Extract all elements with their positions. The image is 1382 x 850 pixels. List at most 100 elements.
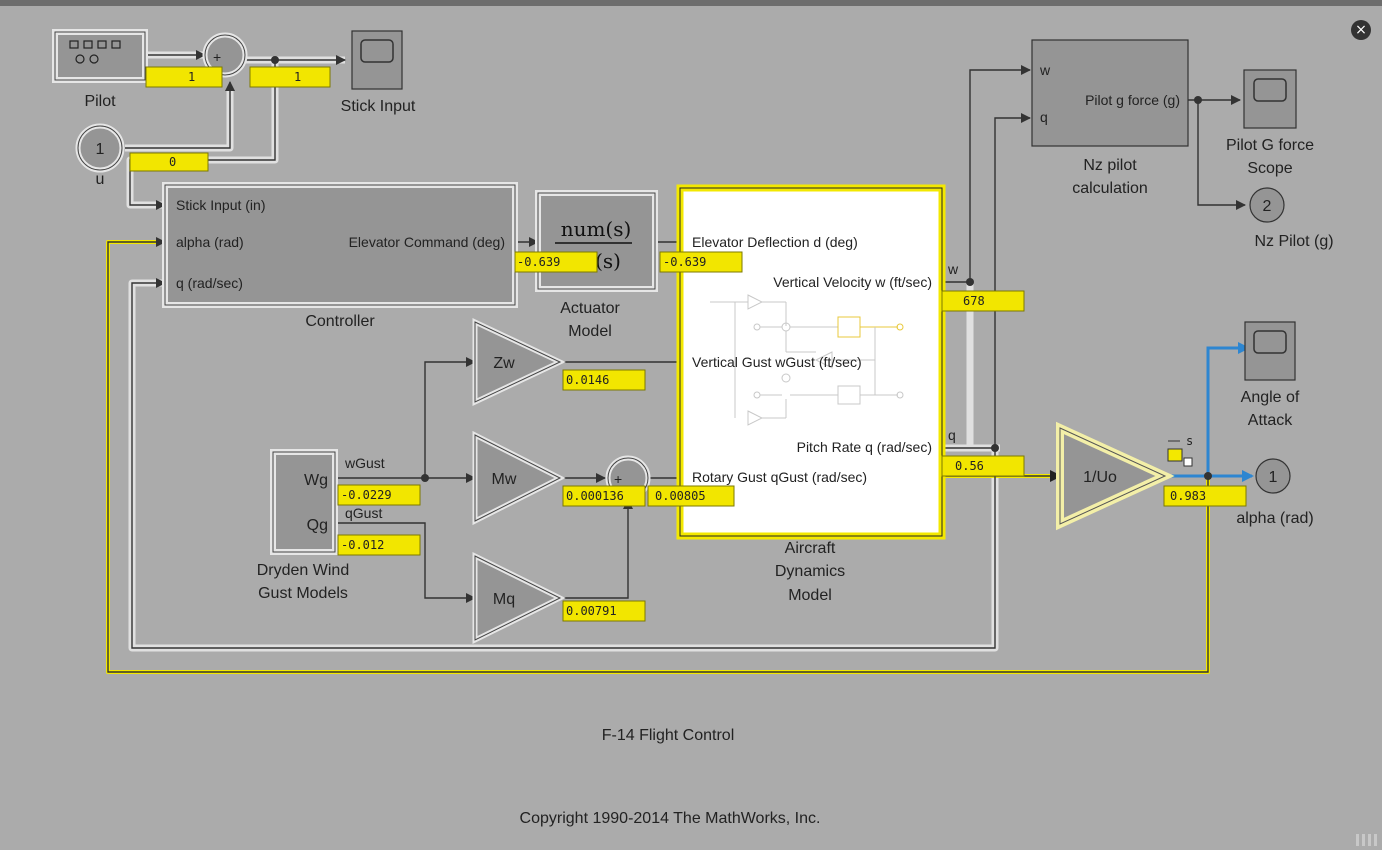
svg-text:-0.639: -0.639 [517,255,560,269]
aoa-scope-label-2: Attack [1248,412,1293,429]
svg-text:0.000136: 0.000136 [566,489,624,503]
gain-1-over-uo[interactable] [1056,421,1175,531]
subsystem-preview-icon [710,294,904,426]
outport-nz[interactable]: 2 [1249,187,1285,223]
aircraft-label-1: Aircraft [785,540,836,557]
aircraft-label-2: Dynamics [775,563,845,580]
aoa-scope-label-1: Angle of [1241,389,1300,406]
value-label-mq-out: 0.00791 [562,600,646,622]
pilot-block[interactable] [52,29,148,83]
aircraft-dynamics-block[interactable] [676,184,946,540]
aircraft-output-w: Vertical Velocity w (ft/sec) [773,274,932,290]
rate-transition-icon: s [1167,434,1193,467]
svg-text:0.00805: 0.00805 [655,489,706,503]
pilot-g-scope-label-2: Scope [1247,160,1292,177]
aircraft-output-q: Pitch Rate q (rad/sec) [797,439,932,455]
aircraft-input-wgust: Vertical Gust wGust (ft/sec) [692,354,862,370]
controller-port-alpha: alpha (rad) [176,234,244,250]
gain-mw[interactable] [472,430,566,526]
svg-text:1: 1 [188,70,195,84]
svg-text:-0.639: -0.639 [663,255,706,269]
gain-zw[interactable] [472,318,566,406]
sum-stick[interactable]: + [202,32,248,78]
angle-of-attack-scope[interactable] [1244,321,1296,381]
actuator-label-1: Actuator [560,300,620,317]
outport-alpha[interactable]: 1 [1255,458,1291,494]
inport-u-label: u [96,171,105,188]
nz-pilot-block[interactable] [1031,39,1189,147]
aircraft-label-3: Model [788,587,832,604]
signal-label-wgust: wGust [344,455,385,471]
svg-text:678: 678 [963,294,985,308]
inport-u[interactable]: 1 [75,123,125,173]
copyright-text: Copyright 1990-2014 The MathWorks, Inc. [520,810,821,827]
scope-icon [1253,330,1287,354]
value-label-qg-out: -0.012 [337,534,421,556]
controller-block[interactable] [162,182,518,308]
stick-input-label: Stick Input [341,98,416,115]
svg-text:0: 0 [169,155,176,169]
inport-u-number: 1 [96,141,105,158]
value-label-wg-out: -0.0229 [337,484,421,506]
pilot-g-scope[interactable] [1243,69,1297,129]
nz-pilot-output: Pilot g force (g) [1085,92,1180,108]
svg-text:0.983: 0.983 [1170,489,1206,503]
aircraft-input-elevator: Elevator Deflection d (deg) [692,234,858,250]
value-label-pilot-out: 1 [145,66,223,88]
value-label-mw-out: 0.000136 [562,485,646,507]
svg-text:0.56: 0.56 [955,459,984,473]
outport-alpha-label: alpha (rad) [1236,510,1313,527]
value-label-q-out: 0.56 [941,455,1025,477]
nz-pilot-label-1: Nz pilot [1083,157,1137,174]
scope-icon [1253,78,1287,102]
actuator-denominator: (s) [595,249,621,273]
gain-mw-label: Mw [492,471,517,488]
dryden-block[interactable] [270,449,338,555]
value-label-elevator-cmd: -0.639 [514,251,598,273]
value-label-alpha-out: 0.983 [1163,485,1247,507]
signal-label-qgust: qGust [345,505,382,521]
value-label-actuator-out: -0.639 [659,251,743,273]
signal-label-w: w [947,261,959,277]
branch-points [271,56,1212,482]
outport-nz-number: 2 [1263,198,1272,215]
value-label-u: 0 [129,152,209,172]
nz-pilot-input-q: q [1040,109,1048,125]
resize-grip-icon[interactable] [1356,834,1378,846]
value-label-stick-sum: 1 [249,66,331,88]
value-label-zw-out: 0.0146 [562,369,646,391]
gain-mq[interactable] [472,551,566,645]
rate-transition-label: s [1186,434,1193,448]
aircraft-input-qgust: Rotary Gust qGust (rad/sec) [692,469,867,485]
model-title: F-14 Flight Control [602,727,735,744]
dryden-output-wg: Wg [304,472,328,489]
svg-text:0.00791: 0.00791 [566,604,617,618]
svg-text:1: 1 [294,70,301,84]
nz-pilot-input-w: w [1039,62,1051,78]
dryden-label-2: Gust Models [258,585,348,602]
gain-zw-label: Zw [493,355,515,372]
value-labels: 1 1 0 -0.639 -0.639 678 0.0146 -0.0229 -… [129,66,1247,622]
stick-input-scope[interactable] [351,30,403,90]
actuator-label-2: Model [568,323,612,340]
svg-text:-0.012: -0.012 [341,538,384,552]
scope-icon [360,39,394,63]
pilot-label: Pilot [84,93,116,110]
controller-label: Controller [305,313,375,330]
controller-port-q: q (rad/sec) [176,275,243,291]
actuator-block[interactable] [535,190,658,292]
value-label-sum-q: 0.00805 [647,485,735,507]
dryden-label-1: Dryden Wind [257,562,349,579]
outport-alpha-number: 1 [1269,469,1278,486]
nz-pilot-label-2: calculation [1072,180,1148,197]
gain-mq-label: Mq [493,591,515,608]
close-icon[interactable]: × [1351,20,1371,40]
value-label-w-out: 678 [941,290,1025,312]
sum-sign: + [614,471,622,487]
outport-nz-label: Nz Pilot (g) [1254,233,1333,250]
actuator-numerator: num(s) [561,217,632,241]
signal-builder-icon [69,40,121,64]
svg-text:0.0146: 0.0146 [566,373,609,387]
top-bar [0,0,1382,6]
